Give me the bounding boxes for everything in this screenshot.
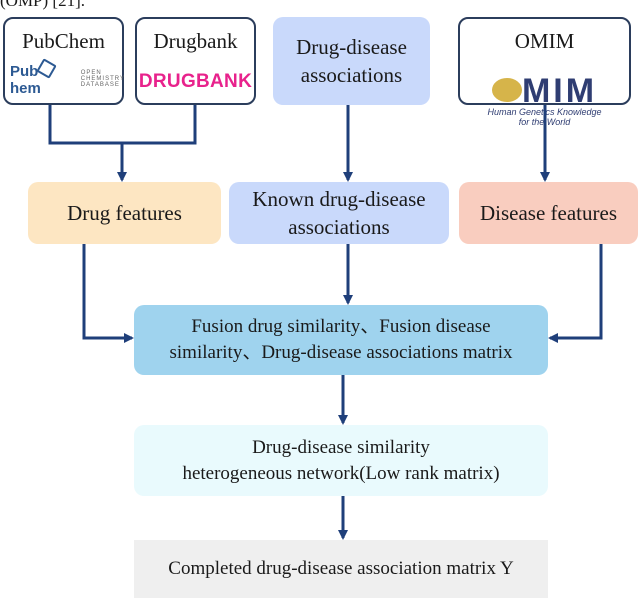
pubchem-title: PubChem — [22, 29, 105, 53]
network-line-2: heterogeneous network(Low rank matrix) — [182, 462, 500, 484]
arrow-disease-to-fusion — [548, 244, 603, 343]
drugbank-source: Drugbank DRUGBANK — [135, 17, 256, 105]
arrow-drug-to-fusion — [82, 244, 134, 343]
caption-fragment: (OMP) [21]. — [0, 0, 85, 10]
pubchem-logo: Pubhem OPEN CHEMISTRY DATABASE — [10, 58, 125, 97]
pubchem-drugbank-connector — [48, 105, 197, 145]
pubchem-logo-word: Pubhem — [10, 58, 75, 97]
drugbank-title: Drugbank — [153, 29, 238, 53]
omim-title: OMIM — [514, 29, 575, 53]
completed-matrix-box: Completed drug-disease association matri… — [134, 540, 548, 598]
fusion-similarity-box: Fusion drug similarity、Fusion disease si… — [134, 305, 548, 375]
network-line-1: Drug-disease similarity — [252, 436, 430, 458]
drug-features-box: Drug features — [28, 182, 221, 244]
omim-globe-icon — [491, 78, 522, 103]
drugbank-logo: DRUGBANK — [138, 71, 253, 92]
disease-features-box: Disease features — [459, 182, 638, 244]
omim-logo-word: MIM — [460, 74, 629, 108]
pubchem-source: PubChem Pubhem OPEN CHEMISTRY DATABASE — [3, 17, 124, 105]
omim-source: OMIM MIM Human Genetics Knowledge for th… — [458, 17, 631, 127]
drug-disease-associations-source: Drug-disease associations — [273, 17, 430, 105]
heterogeneous-network-box: Drug-disease similarity heterogeneous ne… — [134, 425, 548, 496]
known-associations-box: Known drug-disease associations — [229, 182, 449, 244]
pubchem-logo-sub: OPEN CHEMISTRY DATABASE — [80, 69, 125, 89]
